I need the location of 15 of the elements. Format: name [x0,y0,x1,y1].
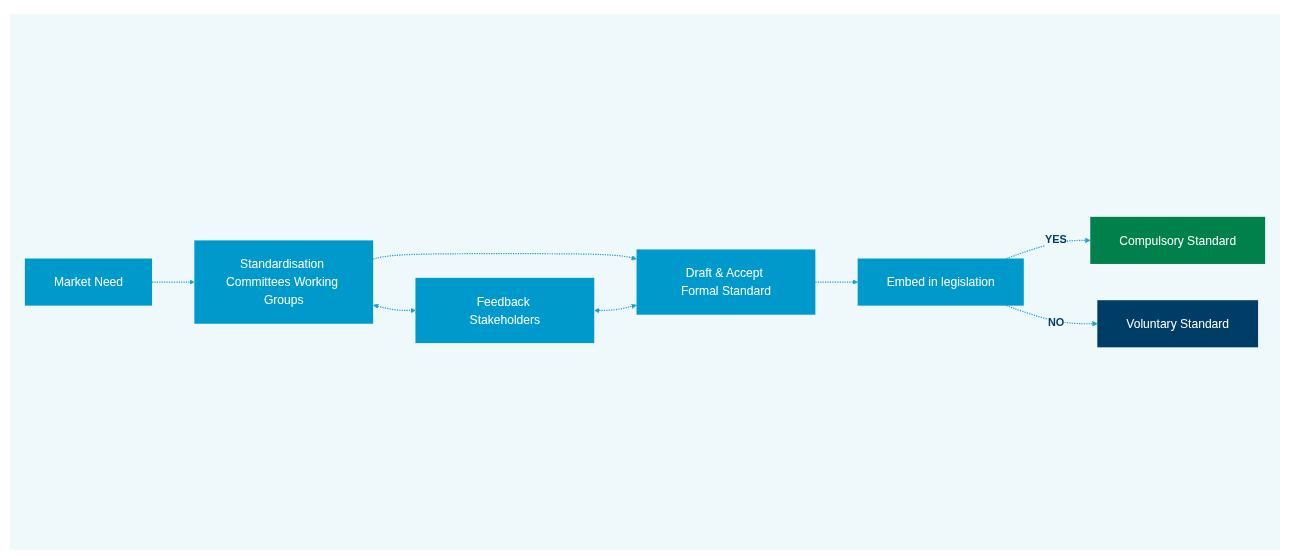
node-box: Feedback Stakeholders [415,277,595,343]
arrow [373,303,416,314]
node-box: Draft & Accept Formal Standard [636,249,816,315]
arrow [594,303,637,314]
node-box: Voluntary Standard [1097,300,1259,348]
arrow [372,253,637,261]
node-box: Standardisation Committees Working Groups [194,240,374,324]
node-box: Embed in legislation [857,258,1024,306]
node-box: Compulsory Standard [1090,216,1266,264]
arrow [1005,237,1091,260]
arrow [151,279,195,285]
arrow [814,279,858,285]
node-box: Market Need [24,258,153,306]
edge-label: YES [1044,233,1067,246]
edge-label: NO [1047,316,1065,329]
